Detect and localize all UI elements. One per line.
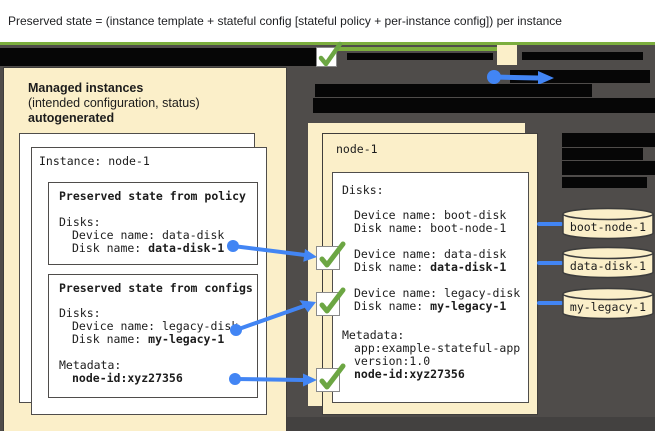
disk-name-label: Disk name: (72, 241, 149, 255)
instance-color-swatch (497, 45, 517, 65)
policy-box-title: Preserved state from policy (59, 189, 246, 203)
disk-name-value: data-disk-1 (148, 241, 225, 255)
diagram-title: Preserved state = (instance template + s… (8, 14, 562, 28)
metadata-value: node-id:xyz27356 (72, 371, 183, 385)
managed-instances-heading: Managed instances (intended configuratio… (28, 81, 200, 126)
preserved-state-configs-box: Preserved state from configs Disks: Devi… (48, 274, 258, 398)
preserved-state-policy-box: Preserved state from policy Disks: Devic… (48, 182, 258, 265)
disk-label: my-legacy-1 (570, 300, 646, 314)
disk-name-line: Disk name: data-disk-1 (354, 261, 506, 274)
disk-name-line: Disk name: my-legacy-1 (72, 333, 224, 346)
connector-legacy-disk (537, 301, 563, 305)
checkmark-icon (319, 241, 346, 268)
disk-cylinder-boot: boot-node-1 (562, 207, 654, 240)
disk-label: data-disk-1 (570, 259, 646, 273)
disk-name-line: Disk name: data-disk-1 (72, 242, 224, 255)
disk-name-value: my-legacy-1 (148, 332, 225, 346)
redacted-bar (313, 98, 655, 113)
metadata-label: Metadata: (342, 328, 405, 342)
redacted-bar (315, 84, 592, 97)
device-name-line: Device name: boot-disk (354, 208, 507, 222)
bottom-strip (287, 417, 655, 431)
legend-green-line (337, 47, 497, 51)
metadata-value: node-id:xyz27356 (354, 367, 465, 381)
device-name-line: Device name: data-disk (72, 228, 225, 242)
disk-name-line: Disk name: my-legacy-1 (354, 300, 506, 313)
metadata-line: app:example-stateful-app (354, 341, 521, 355)
disk-name-label: Disk name: (354, 221, 431, 235)
legacy-disk-checkbox (316, 287, 346, 316)
heading-line-3: autogenerated (28, 111, 115, 125)
redacted-bar (0, 48, 317, 66)
redacted-bar (562, 177, 647, 188)
checkmark-icon (319, 363, 346, 390)
disk-cylinder-data: data-disk-1 (562, 246, 654, 279)
connector-data-disk (537, 261, 563, 265)
instance-title: Instance: node-1 (39, 154, 150, 168)
disk-name-label: Disk name: (72, 332, 149, 346)
device-name-line: Device name: legacy-disk (72, 319, 239, 333)
metadata-label: Metadata: (59, 358, 122, 372)
disks-label: Disks: (342, 183, 384, 197)
disk-label: boot-node-1 (570, 220, 646, 234)
device-name-line: Device name: data-disk (354, 247, 507, 261)
checkmark-icon (319, 287, 346, 314)
disk-name-value: my-legacy-1 (430, 299, 507, 313)
redacted-bar (347, 53, 493, 60)
disk-name-label: Disk name: (354, 260, 431, 274)
connector-boot-disk (537, 222, 563, 226)
disks-label: Disks: (59, 215, 101, 229)
redacted-bar (562, 161, 655, 175)
disk-name-value: data-disk-1 (430, 260, 507, 274)
disk-cylinder-legacy: my-legacy-1 (562, 287, 654, 320)
heading-line-2: (intended configuration, status) (28, 96, 200, 110)
disk-name-line: Disk name: boot-node-1 (354, 222, 506, 235)
node-title: node-1 (336, 142, 378, 156)
redacted-bar (522, 52, 643, 60)
node-id-checkbox (316, 363, 346, 392)
configs-box-title: Preserved state from configs (59, 281, 253, 295)
heading-line-1: Managed instances (28, 81, 144, 95)
metadata-line: version:1.0 (354, 354, 431, 368)
redacted-bar (562, 148, 643, 160)
checkmark-icon (318, 41, 343, 67)
blue-arrow-icon (487, 70, 554, 85)
title-bar: Preserved state = (instance template + s… (0, 0, 655, 45)
disk-name-value: boot-node-1 (430, 221, 507, 235)
node-disks-box: Disks: Device name: boot-disk Disk name:… (332, 172, 529, 403)
data-disk-checkbox (316, 241, 346, 270)
legend-checkbox (316, 41, 343, 67)
redacted-bar (562, 133, 655, 147)
disk-name-label: Disk name: (354, 299, 431, 313)
disks-label: Disks: (59, 306, 101, 320)
device-name-line: Device name: legacy-disk (354, 286, 521, 300)
